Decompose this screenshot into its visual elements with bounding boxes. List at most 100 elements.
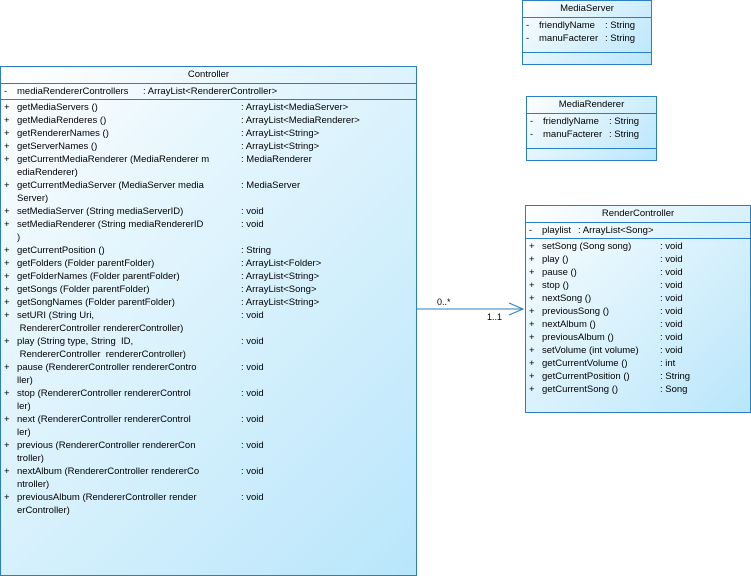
member-name-line: play (String type, String ID,	[17, 336, 134, 347]
member-type: : String	[605, 20, 636, 31]
member-row: +previousSong (): void	[526, 305, 750, 318]
visibility-marker: +	[4, 102, 10, 113]
member-row: -manuFacterer: String	[527, 128, 656, 141]
member-name: getSongNames (Folder parentFolder)	[17, 296, 241, 309]
visibility-marker: +	[4, 466, 10, 477]
member-name: setVolume (int volume)	[542, 344, 660, 357]
member-name-line: getServerNames ()	[17, 141, 98, 152]
class-name: Controller	[1, 67, 416, 84]
member-name: setMediaRenderer (String mediaRendererID…	[17, 218, 241, 244]
member-type: : ArrayList<RendererController>	[143, 86, 278, 97]
member-type: : void	[241, 414, 264, 425]
member-row: +setMediaServer (String mediaServerID): …	[1, 205, 416, 218]
member-name: pause (RendererController rendererContro…	[17, 361, 241, 387]
visibility-marker: +	[529, 384, 535, 395]
visibility-marker: +	[529, 280, 535, 291]
member-type: : void	[241, 466, 264, 477]
visibility-marker: +	[4, 258, 10, 269]
member-name-line: setVolume (int volume)	[542, 345, 639, 356]
member-type: : void	[660, 241, 683, 252]
visibility-marker: +	[4, 414, 10, 425]
source-multiplicity: 0..*	[437, 297, 451, 307]
visibility-marker: -	[530, 129, 534, 140]
member-name-line: getMediaServers ()	[17, 102, 98, 113]
visibility-marker: +	[4, 154, 10, 165]
member-name-line: ntroller)	[17, 479, 50, 490]
visibility-marker: +	[529, 241, 535, 252]
member-name-line: stop (RendererController rendererControl	[17, 388, 191, 399]
member-row: +getSongs (Folder parentFolder): ArrayLi…	[1, 283, 416, 296]
member-name-line: ller)	[17, 375, 33, 386]
member-type: : String	[660, 371, 691, 382]
member-type: : void	[660, 267, 683, 278]
member-name: nextAlbum (RendererController rendererCo…	[17, 465, 241, 491]
member-row: + nextAlbum (): void	[526, 318, 750, 331]
visibility-marker: +	[529, 319, 535, 330]
operations-compartment: +getMediaServers (): ArrayList<MediaServ…	[1, 100, 416, 517]
member-name-line: getCurrentSong ()	[542, 384, 619, 395]
member-name-line: getSongs (Folder parentFolder)	[17, 284, 150, 295]
class-name: MediaServer	[523, 1, 651, 18]
class-name: RenderController	[526, 206, 750, 223]
member-name-line: nextAlbum (RendererController rendererCo	[17, 466, 200, 477]
class-render-controller[interactable]: RenderController -playlist: ArrayList<So…	[525, 205, 751, 413]
member-type: : void	[241, 388, 264, 399]
member-type: : void	[660, 345, 683, 356]
member-row: +getCurrentPosition (): String	[1, 244, 416, 257]
member-type: : String	[241, 245, 272, 256]
member-row: +stop (RendererController rendererContro…	[1, 387, 416, 413]
visibility-marker: +	[4, 271, 10, 282]
member-name: pause ()	[542, 266, 660, 279]
visibility-marker: +	[529, 293, 535, 304]
member-row: -friendlyName: String	[523, 19, 651, 32]
member-type: : void	[660, 293, 683, 304]
member-name: getSongs (Folder parentFolder)	[17, 283, 241, 296]
visibility-marker: +	[529, 332, 535, 343]
member-name: getMediaServers ()	[17, 101, 241, 114]
member-row: +pause (RendererController rendererContr…	[1, 361, 416, 387]
member-name: play ()	[542, 253, 660, 266]
visibility-marker: -	[526, 33, 530, 44]
member-row: +setVolume (int volume): void	[526, 344, 750, 357]
member-name-line: getCurrentPosition ()	[542, 371, 630, 382]
member-name: setSong (Song song)	[542, 240, 660, 253]
member-type: : ArrayList<String>	[241, 297, 320, 308]
member-name: mediaRendererControllers	[17, 86, 129, 97]
member-name-line: RendererController rendererController)	[17, 323, 184, 334]
visibility-marker: +	[4, 284, 10, 295]
class-media-server[interactable]: MediaServer -friendlyName: String-manuFa…	[522, 0, 652, 65]
member-type: : String	[609, 116, 640, 127]
visibility-marker: +	[4, 180, 10, 191]
member-name: getFolderNames (Folder parentFolder)	[17, 270, 241, 283]
member-name-line: ediaRenderer)	[17, 167, 78, 178]
member-type: : String	[609, 129, 640, 140]
member-type: : ArrayList<String>	[241, 141, 320, 152]
attributes-compartment: -playlist: ArrayList<Song>	[526, 223, 750, 239]
member-type: : void	[241, 440, 264, 451]
visibility-marker: +	[4, 336, 10, 347]
member-name: nextAlbum ()	[542, 318, 660, 331]
member-name-line: ler)	[17, 401, 31, 412]
member-name-line: previousAlbum ()	[542, 332, 614, 343]
member-row: + nextAlbum (RendererController rendererC…	[1, 465, 416, 491]
member-type: : int	[660, 358, 676, 369]
member-name: getRendererNames ()	[17, 127, 241, 140]
visibility-marker: +	[4, 440, 10, 451]
member-name-line: setMediaServer (String mediaServerID)	[17, 206, 184, 217]
member-type: : void	[660, 319, 683, 330]
member-name-line: previousAlbum (RendererController render	[17, 492, 197, 503]
class-media-renderer[interactable]: MediaRenderer -friendlyName: String-manu…	[526, 96, 657, 161]
member-name: previousAlbum ()	[542, 331, 660, 344]
member-name-line: RendererController rendererController)	[17, 349, 186, 360]
member-name: stop ()	[542, 279, 660, 292]
member-name: setMediaServer (String mediaServerID)	[17, 205, 241, 218]
visibility-marker: -	[529, 225, 533, 236]
target-multiplicity: 1..1	[487, 312, 503, 322]
member-name-line: next (RendererController rendererControl	[17, 414, 191, 425]
class-controller[interactable]: Controller -mediaRendererControllers: Ar…	[0, 66, 417, 576]
member-name-line: setMediaRenderer (String mediaRendererID	[17, 219, 204, 230]
visibility-marker: +	[4, 219, 10, 230]
member-type: : MediaRenderer	[241, 154, 312, 165]
member-name-line: previous (RendererController rendererCon	[17, 440, 196, 451]
